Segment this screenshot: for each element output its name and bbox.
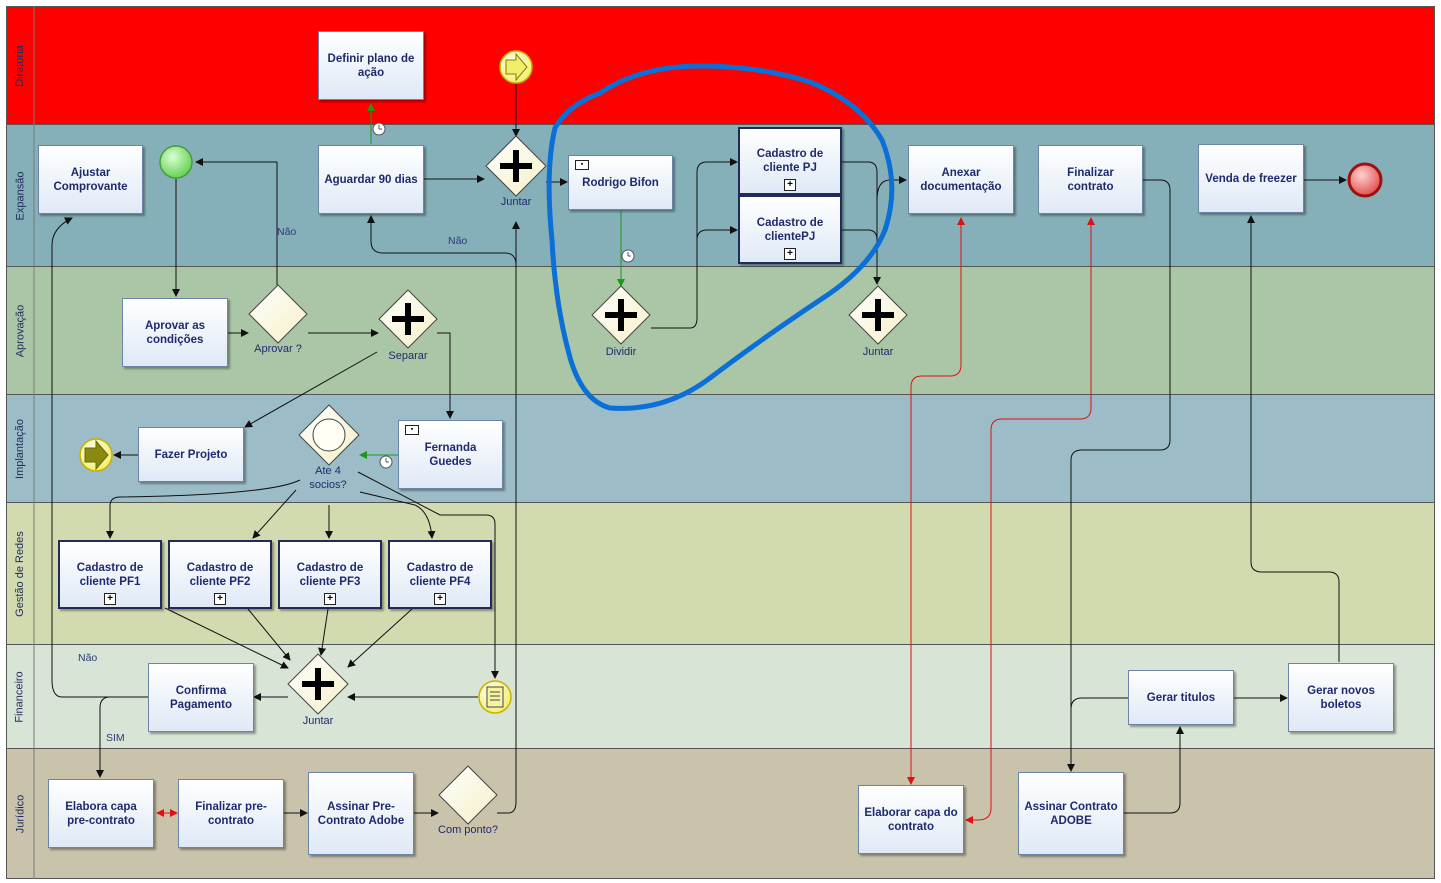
flow-label-nao-confirma: Não bbox=[78, 652, 98, 664]
task-assinar-pre-contrato[interactable]: Assinar Pre-Contrato Adobe bbox=[308, 772, 414, 855]
end-event bbox=[1347, 162, 1383, 198]
expand-icon[interactable]: + bbox=[784, 248, 796, 260]
expand-icon[interactable]: + bbox=[104, 593, 116, 605]
subprocess-cadastro-pf2[interactable]: Cadastro de cliente PF2+ bbox=[168, 540, 272, 609]
task-definir-plano[interactable]: Definir plano de ação bbox=[318, 31, 424, 100]
arrow-right-filled-icon bbox=[84, 439, 109, 471]
expand-icon[interactable]: + bbox=[324, 593, 336, 605]
task-elabora-capa-pre-contrato[interactable]: Elabora capa pre-contrato bbox=[48, 779, 154, 848]
subprocess-cadastro-pj-1[interactable]: Cadastro de cliente PJ+ bbox=[738, 127, 842, 195]
flow-label-nao-aprovar: Não bbox=[277, 226, 297, 238]
task-fernanda-guedes[interactable]: ▪Fernanda Guedes bbox=[398, 420, 503, 489]
arrow-right-icon bbox=[505, 52, 528, 82]
subprocess-cadastro-pf4[interactable]: Cadastro de cliente PF4+ bbox=[388, 540, 492, 609]
label-separar: Separar bbox=[388, 350, 428, 362]
task-gerar-titulos[interactable]: Gerar titulos bbox=[1128, 670, 1234, 725]
gateway-com-ponto bbox=[438, 765, 498, 825]
expand-icon[interactable]: + bbox=[214, 593, 226, 605]
gateway-aprovar bbox=[248, 284, 308, 344]
label-ate4-socios: Ate 4 socios? bbox=[309, 465, 347, 491]
task-venda-freezer[interactable]: Venda de freezer bbox=[1198, 144, 1304, 213]
task-confirma-pagamento[interactable]: Confirma Pagamento bbox=[148, 663, 254, 732]
label-juntar-aprovacao: Juntar bbox=[862, 346, 894, 358]
flow-label-sim: SIM bbox=[106, 732, 125, 744]
user-task-icon: ▪ bbox=[405, 425, 419, 435]
task-aguardar-90-dias[interactable]: Aguardar 90 dias bbox=[318, 145, 424, 214]
task-aprovar-condicoes[interactable]: Aprovar as condições bbox=[122, 298, 228, 367]
task-gerar-boletos[interactable]: Gerar novos boletos bbox=[1288, 663, 1394, 732]
lane-implantacao bbox=[6, 394, 1435, 503]
task-assinar-contrato-adobe[interactable]: Assinar Contrato ADOBE bbox=[1018, 772, 1124, 855]
label-com-ponto: Com ponto? bbox=[438, 824, 498, 836]
task-fazer-projeto[interactable]: Fazer Projeto bbox=[138, 427, 244, 482]
task-ajustar-comprovante[interactable]: Ajustar Comprovante bbox=[38, 145, 143, 214]
highlight-circle bbox=[546, 63, 895, 411]
label-juntar-expansao: Juntar bbox=[500, 196, 532, 208]
task-anexar-documentacao[interactable]: Anexar documentação bbox=[908, 145, 1014, 214]
flow-label-nao-com-ponto: Não bbox=[448, 235, 468, 247]
subprocess-cadastro-pj-2[interactable]: Cadastro de clientePJ+ bbox=[738, 195, 842, 264]
timer-icon bbox=[372, 122, 635, 469]
subprocess-cadastro-pf1[interactable]: Cadastro de cliente PF1+ bbox=[58, 540, 162, 609]
task-finalizar-contrato[interactable]: Finalizar contrato bbox=[1038, 145, 1143, 214]
start-event bbox=[159, 145, 193, 179]
user-task-icon: ▪ bbox=[575, 160, 589, 170]
task-elaborar-capa-contrato[interactable]: Elaborar capa do contrato bbox=[858, 785, 964, 854]
label-aprovar: Aprovar ? bbox=[254, 343, 302, 355]
label-juntar-financeiro: Juntar bbox=[302, 715, 334, 727]
label-dividir: Dividir bbox=[605, 346, 637, 358]
task-rodrigo-bifon[interactable]: ▪Rodrigo Bifon bbox=[568, 155, 673, 210]
expand-icon[interactable]: + bbox=[434, 593, 446, 605]
document-icon bbox=[486, 686, 504, 708]
subprocess-cadastro-pf3[interactable]: Cadastro de cliente PF3+ bbox=[278, 540, 382, 609]
task-finalizar-pre-contrato[interactable]: Finalizar pre-contrato bbox=[178, 779, 284, 848]
expand-icon[interactable]: + bbox=[784, 179, 796, 191]
lane-expansao bbox=[6, 124, 1435, 267]
